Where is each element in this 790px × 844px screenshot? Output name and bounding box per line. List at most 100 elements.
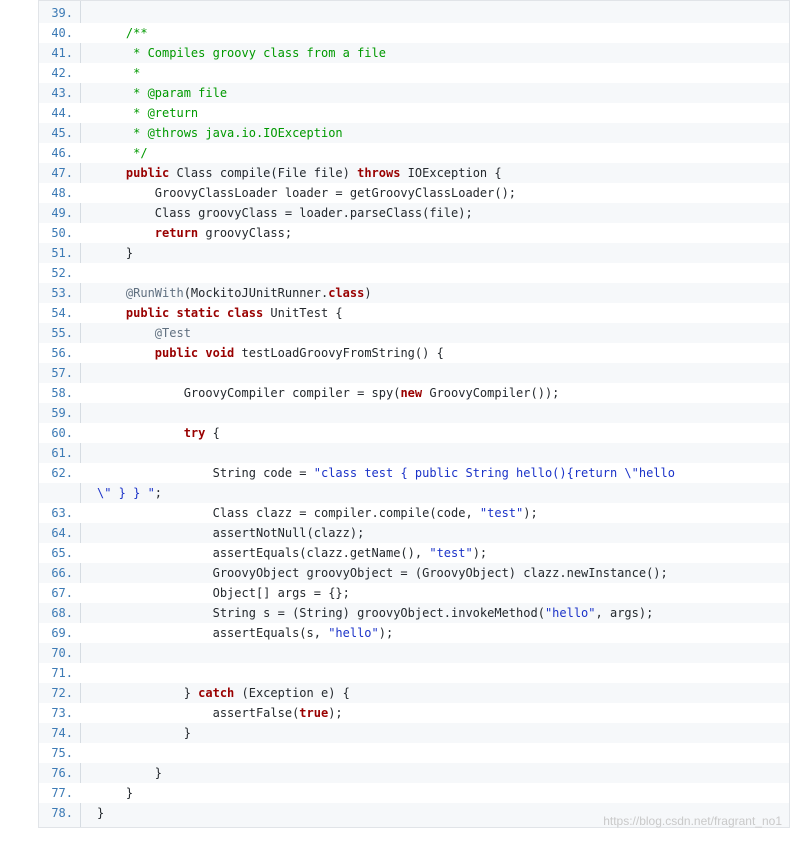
code-line: 48. GroovyClassLoader loader = getGroovy… [39,183,789,203]
code-text: } catch (Exception e) { [97,683,350,703]
code-line: 40. /** [39,23,789,43]
code-token: new [400,386,423,400]
line-number: 58. [51,386,73,400]
code-token: testLoadGroovyFromString() { [234,346,444,360]
code-line: 62. String code = "class test { public S… [39,463,789,483]
code-text: assertNotNull(clazz); [97,523,365,543]
code-token: Class groovyClass = loader.parseClass(fi… [97,206,473,220]
code-token: (Exception e) { [234,686,350,700]
code-token: GroovyCompiler()); [422,386,560,400]
code-token: GroovyClassLoader loader = getGroovyClas… [97,186,517,200]
code-line: 56. public void testLoadGroovyFromString… [39,343,789,363]
line-number: 53. [51,286,73,300]
code-line: 45. * @throws java.io.IOException [39,123,789,143]
code-text: } [97,723,191,743]
code-token: String s = (String) groovyObject.invokeM… [97,606,545,620]
line-number: 54. [51,306,73,320]
line-number: 77. [51,786,73,800]
code-token: ); [472,546,488,560]
code-line: 52. [39,263,789,283]
gutter-divider [80,1,81,827]
line-number: 69. [51,626,73,640]
line-number: 48. [51,186,73,200]
code-line: 69. assertEquals(s, "hello"); [39,623,789,643]
code-token: "hello" [328,626,379,640]
line-number: 51. [51,246,73,260]
code-token: { [205,426,220,440]
code-line: 70. [39,643,789,663]
code-token: catch [198,686,235,700]
code-token: */ [97,146,148,160]
code-token: assertEquals(clazz.getName(), [97,546,430,560]
code-text: * @throws java.io.IOException [97,123,343,143]
code-line: 78.} [39,803,789,823]
line-number: 74. [51,726,73,740]
code-token: groovyClass; [198,226,293,240]
code-token: , args); [595,606,654,620]
code-text: public static class UnitTest { [97,303,343,323]
code-line: 73. assertFalse(true); [39,703,789,723]
line-number: 43. [51,86,73,100]
code-text: } [97,783,133,803]
line-number: 41. [51,46,73,60]
code-line: \" } } "; [39,483,789,503]
line-number: 75. [51,746,73,760]
line-number: 57. [51,366,73,380]
code-token: Class clazz = compiler.compile(code, [97,506,480,520]
code-token: ); [378,626,394,640]
line-number: 40. [51,26,73,40]
code-line: 66. GroovyObject groovyObject = (GroovyO… [39,563,789,583]
code-token: } [97,766,163,780]
line-number: 42. [51,66,73,80]
code-token: } [97,726,191,740]
code-line: 39. [39,3,789,23]
code-text: public void testLoadGroovyFromString() { [97,343,444,363]
code-token: /** [97,26,148,40]
code-text: * @param file [97,83,227,103]
line-number: 76. [51,766,73,780]
code-line: 50. return groovyClass; [39,223,789,243]
code-token: "class test { public String hello(){retu… [313,466,675,480]
line-number: 52. [51,266,73,280]
code-token: "test" [429,546,473,560]
code-token: * @throws java.io.IOException [97,126,343,140]
code-line: 42. * [39,63,789,83]
code-text: GroovyCompiler compiler = spy(new Groovy… [97,383,560,403]
code-token: throws [357,166,401,180]
code-token: } [97,686,199,700]
code-text: * Compiles groovy class from a file [97,43,386,63]
line-number: 62. [51,466,73,480]
code-line: 60. try { [39,423,789,443]
code-token: String code = [97,466,314,480]
code-token: assertNotNull(clazz); [97,526,365,540]
line-number: 45. [51,126,73,140]
code-token: assertFalse( [97,706,300,720]
code-text: } [97,243,133,263]
code-token: * [97,66,141,80]
code-text: GroovyClassLoader loader = getGroovyClas… [97,183,516,203]
code-token: public [97,166,170,180]
code-token: * Compiles groovy class from a file [97,46,386,60]
code-line: 54. public static class UnitTest { [39,303,789,323]
code-token: return [97,226,199,240]
line-number: 73. [51,706,73,720]
code-text: Object[] args = {}; [97,583,350,603]
code-line: 49. Class groovyClass = loader.parseClas… [39,203,789,223]
code-text: * [97,63,140,83]
code-text: GroovyObject groovyObject = (GroovyObjec… [97,563,668,583]
code-text: @Test [97,323,191,343]
code-token: public static class [97,306,264,320]
code-line: 65. assertEquals(clazz.getName(), "test"… [39,543,789,563]
code-token: public void [97,346,235,360]
watermark: https://blog.csdn.net/fragrant_no1 [603,814,782,828]
line-number: 67. [51,586,73,600]
code-text: public Class compile(File file) throws I… [97,163,502,183]
code-token: IOException { [400,166,502,180]
line-number: 49. [51,206,73,220]
code-line: 43. * @param file [39,83,789,103]
code-line: 63. Class clazz = compiler.compile(code,… [39,503,789,523]
code-text: Class groovyClass = loader.parseClass(fi… [97,203,473,223]
line-number: 65. [51,546,73,560]
code-text: * @return [97,103,198,123]
code-token: GroovyObject groovyObject = (GroovyObjec… [97,566,668,580]
